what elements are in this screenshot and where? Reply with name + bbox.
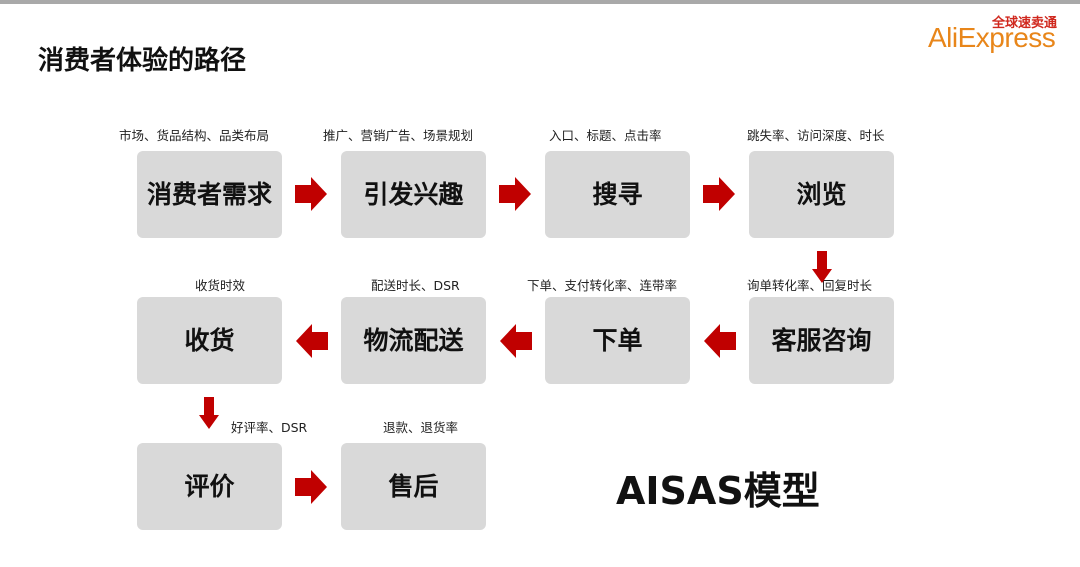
- step-note: 退款、退货率: [383, 420, 459, 435]
- step-box: 收货: [137, 297, 282, 384]
- arrow-icon: [703, 177, 735, 211]
- aliexpress-logo: 全球速卖通 AliExpress: [928, 14, 1068, 53]
- step-box: 客服咨询: [749, 297, 894, 384]
- step-box: 引发兴趣: [341, 151, 486, 238]
- arrow-icon: [500, 324, 532, 358]
- logo-tagline: 全球速卖通: [992, 16, 1058, 31]
- step-box: 物流配送: [341, 297, 486, 384]
- step-box: 售后: [341, 443, 486, 530]
- step-note: 配送时长、DSR: [371, 278, 460, 293]
- arrow-icon: [199, 397, 219, 429]
- step-note: 询单转化率、回复时长: [747, 278, 873, 293]
- logo-brand: AliExpress: [928, 22, 1056, 53]
- step-box: 下单: [545, 297, 690, 384]
- arrow-icon: [295, 177, 327, 211]
- step-box: 消费者需求: [137, 151, 282, 238]
- page-title: 消费者体验的路径: [38, 46, 247, 76]
- step-note: 跳失率、访问深度、时长: [747, 128, 885, 143]
- step-box: 评价: [137, 443, 282, 530]
- arrow-icon: [499, 177, 531, 211]
- arrow-icon: [295, 470, 327, 504]
- step-note: 好评率、DSR: [231, 420, 308, 435]
- model-label: AISAS模型: [616, 469, 820, 513]
- arrow-icon: [296, 324, 328, 358]
- step-note: 入口、标题、点击率: [549, 128, 662, 143]
- step-note: 收货时效: [195, 278, 246, 293]
- step-box: 浏览: [749, 151, 894, 238]
- step-box: 搜寻: [545, 151, 690, 238]
- step-note: 市场、货品结构、品类布局: [119, 128, 270, 143]
- step-note: 推广、营销广告、场景规划: [323, 128, 474, 143]
- arrow-icon: [812, 251, 832, 283]
- top-bar: [0, 0, 1080, 4]
- step-note: 下单、支付转化率、连带率: [527, 278, 678, 293]
- arrow-icon: [704, 324, 736, 358]
